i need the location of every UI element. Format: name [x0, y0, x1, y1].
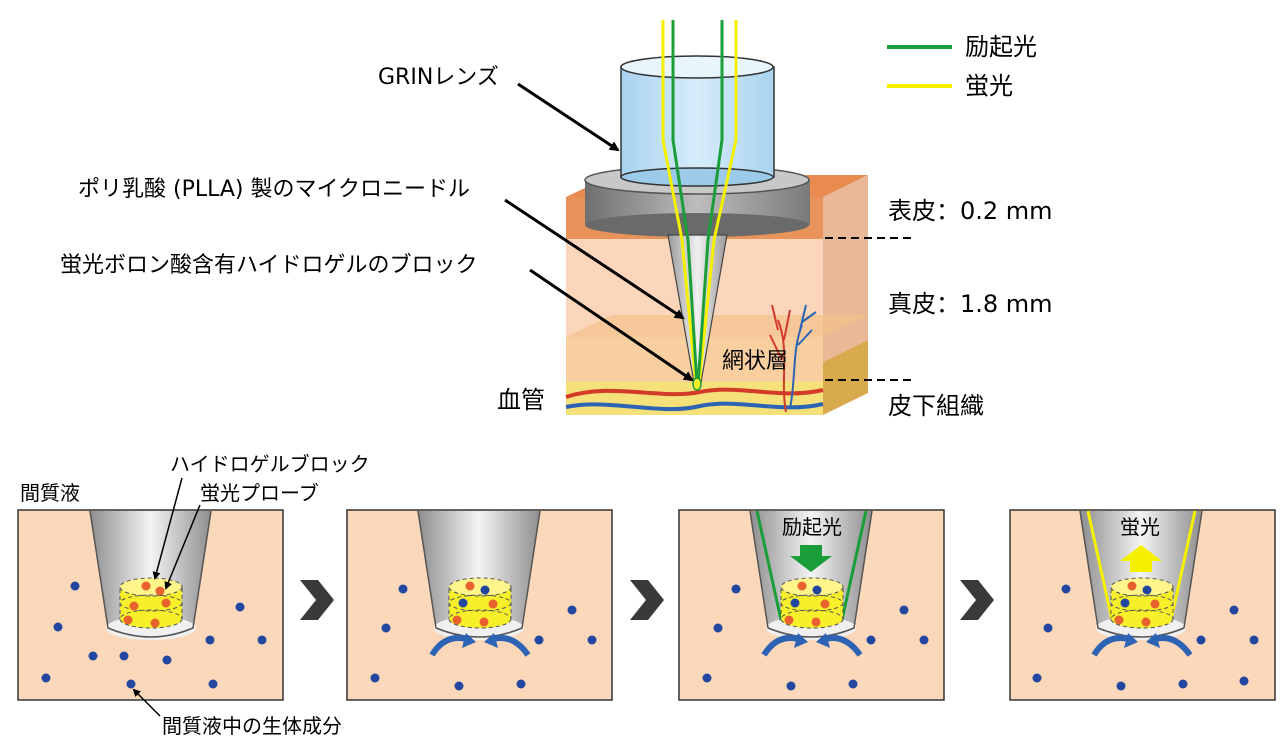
panel-3 [678, 509, 945, 701]
capillary-red [769, 304, 791, 413]
block-label: 蛍光ボロン酸含有ハイドロゲルのブロック [60, 253, 478, 278]
legend-fluorescence-label: 蛍光 [965, 72, 1013, 100]
panel-1 [17, 509, 284, 701]
grin-lens-pointer [517, 82, 620, 152]
hydrogel-block-tip [692, 377, 702, 391]
step-arrow-2 [630, 580, 664, 620]
fluorescence-up-arrow [1120, 545, 1162, 572]
panel-4 [1009, 509, 1276, 701]
panel4-fluorescence-label: 蛍光 [1120, 515, 1160, 539]
probe-pointer [164, 504, 201, 590]
step-arrow-1 [300, 580, 334, 620]
block-pointer [529, 268, 694, 382]
biomolecules-p1 [41, 581, 267, 689]
reticular-label: 網状層 [722, 349, 788, 374]
panel-2 [346, 509, 613, 701]
grin-lens-label: GRINレンズ [378, 65, 499, 90]
isf-label: 間質液 [20, 481, 80, 505]
biocomponent-label: 間質液中の生体成分 [162, 714, 342, 738]
hydrogel-cylinder [119, 577, 183, 629]
needle-pointer [504, 198, 685, 320]
dermis-label: 真皮：1.8 mm [888, 290, 1053, 318]
epidermis-label: 表皮：0.2 mm [888, 197, 1053, 225]
grin-lens [620, 55, 775, 187]
subcutis-label: 皮下組織 [888, 392, 984, 420]
probe-label: 蛍光プローブ [200, 481, 319, 505]
panel3-excitation-label: 励起光 [782, 515, 842, 539]
light-paths-top [661, 20, 738, 386]
needle-label: ポリ乳酸 (PLLA) 製のマイクロニードル [78, 177, 470, 202]
legend-excitation-label: 励起光 [965, 33, 1037, 61]
hydrogel-block-label: ハイドロゲルブロック [170, 452, 370, 476]
capillary-blue [789, 304, 817, 409]
vessel-label: 血管 [497, 386, 545, 414]
step-arrow-3 [960, 580, 994, 620]
biocomponent-pointer [132, 688, 161, 717]
hydrogel-pointer [152, 477, 183, 580]
excitation-down-arrow [790, 545, 832, 572]
